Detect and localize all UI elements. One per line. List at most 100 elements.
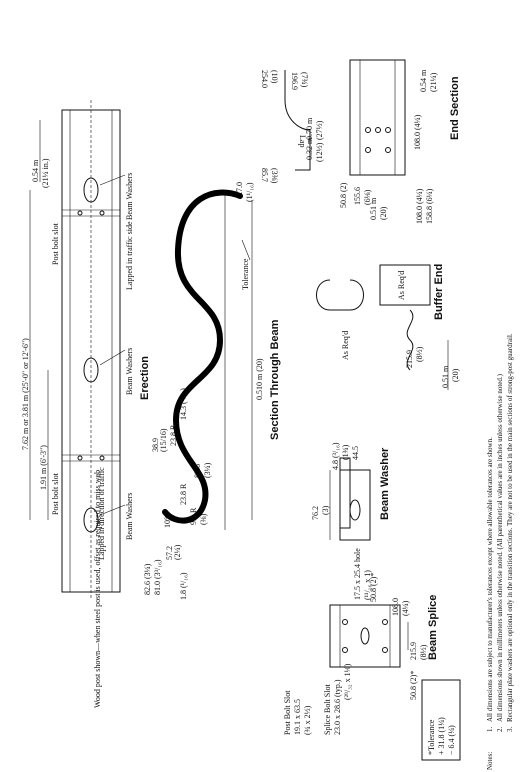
end-dim-1969: 196.9 [290,72,299,90]
end-dim-051-in: (20) [379,206,388,220]
splice-corrugation [339,605,391,667]
splice-dim-508a: 50.8 (2)* [369,573,378,602]
post-bolt-slot-size-in: (¾ x 2½) [303,705,312,735]
note-2-number: 2. [496,727,504,733]
notes-block: Notes: 1. All dimensions are subject to … [486,333,514,770]
end-dim-1556-in: (6⅛) [363,189,372,205]
leader-beam-washers-2 [99,349,126,366]
note-1-number: 1. [486,727,494,733]
leader-beam-washers-3 [99,504,126,516]
splice-bolt-slot-size: 23.0 x 28.6 (typ.) [333,679,342,735]
note-3-number: 3. [506,727,514,733]
splice-dim-2159: 215.9 [409,642,418,660]
end-bolt [365,147,371,153]
dim-191: 1.91 m (6'-3") [39,445,48,490]
tolerance-box [421,679,461,761]
dim-572-in: (2¼) [173,544,182,560]
washer-hole-size-in: (¹¹/₁₆ x 1) [363,570,372,600]
end-bolt [375,127,381,133]
splice-dim-508b: 50.8 (2)* [409,671,418,700]
label-beam-washers-3: Beam Washers [125,493,134,540]
note-3: Rectangular plate washers are optional o… [506,333,514,722]
end-dim-051: 0.51 m [369,197,378,220]
dim-762-washer: 76.2 [311,506,320,520]
washer-hole [349,499,361,521]
buffer-dim-051: 0.51 m [441,365,450,388]
dim-95-in: (⅜) [199,513,208,525]
end-dim-lap: Lap [298,135,307,147]
buffer-end-profile [316,279,364,311]
beam-splice-view: 50.8 (2)* 108.0 (4¼) 215.9 (8½) 50.8 (2)… [283,573,461,761]
end-dim-054: 0.54 m [419,69,428,92]
dim-445: 44.5 [351,446,360,460]
leader-beam-washers-1 [99,174,126,186]
washer-hole-size: 17.5 x 25.4 hole [353,548,362,600]
dim-27: 27.0 [235,182,244,196]
post-bolt-slot-size: 19.1 x 63.5 [293,699,302,735]
splice-bolt-slot [382,619,388,625]
end-section-corrugation [359,60,396,175]
splice-bolt-slot [342,619,348,625]
beam-splice-title: Beam Splice [427,595,439,660]
wood-post-note: Wood post shown—when steel post is used,… [93,470,102,708]
dim-826-in: (3¼) [203,462,212,478]
end-dim-1080b: 108.0 (4¼) [415,188,424,224]
end-dim-1556: 155.6 [353,187,362,205]
buffer-dim-2159: 215.9 [405,350,414,368]
post-bolt-slot-1 [83,177,99,203]
end-dim-857-in: (3⅜) [270,168,279,184]
end-section-title: End Section [449,76,461,140]
buffer-end-title: Buffer End [433,264,445,320]
dim-810: 81.0 (3³/₁₆) [153,559,162,595]
w-beam-profile [162,189,243,524]
buffer-end-plan [379,264,431,306]
dim-762-washer-in: (3) [321,505,330,515]
beam-washer-view: 4.8 (³/₁₆) 44.5 (1¾) 76.2 (3) 17.5 x 25.… [311,442,391,600]
buffer-end-view: As Req'd As Req'd 215.9 (8½) 0.51 m (20)… [316,264,460,390]
end-dim-032-in: (12½) [315,142,324,162]
dim-054: 0.54 m [31,159,40,182]
splice-bolt-slot [342,647,348,653]
end-dim-2540-in: (10) [270,70,279,84]
buffer-dim-2159-in: (8½) [415,346,424,362]
tolerance-leader [241,239,251,261]
end-section-flare [284,70,311,171]
dim-054-in: (21¼ in.) [41,158,50,188]
tolerance-head: *Tolerance [427,719,436,755]
end-section-plate [349,59,406,176]
post-bolt-slot-2 [83,357,99,383]
erection-title: Erection [139,356,151,400]
washer-edge-view [339,457,351,529]
end-section-view: 254.0 (10) 196.9 (7¾) Lap 85.7 (3⅜) 0.70… [260,59,461,224]
tolerance-minus: − 6.4 (¼) [447,725,456,755]
dim-238-r1: 23.8 R [169,424,178,446]
end-dim-1080a: 108.0 (4¼) [413,114,422,150]
end-bolt [385,127,391,133]
beam-washer-title: Beam Washer [379,447,391,520]
label-post-bolt-slot-bottom: Post bolt slot [51,472,60,515]
dim-143: 14.3 (⁹/₁₆) [179,388,188,420]
note-2: All dimensions shown in millimeters unle… [496,373,504,722]
label-beam-washers-2: Beam Washers [125,348,134,395]
splice-lap-1 [62,209,120,217]
label-beam-washers-1: Beam Washers [125,173,134,220]
buffer-dim-051-in: (20) [451,368,460,382]
splice-dim-2159-in: (8½) [419,644,428,660]
section-view: 27.0 (1¹/₁₆) 10° Tolerance 14.3 (⁹/₁₆) 2… [143,182,281,600]
tolerance-plus: + 31.8 (1¼) [437,717,446,755]
dim-445-in: (1¾) [341,444,350,460]
erection-view: Post bolt slot Beam Washers Lapped in tr… [21,100,151,708]
end-dim-857: 85.7 [260,168,269,182]
label-splice-bolt-slot: Splice Bolt Slot [323,684,332,735]
dim-826: 82.6 [193,464,202,478]
post-bolt-slot [360,627,370,645]
rail-outline [61,109,121,593]
splice-bolt [99,455,105,461]
dim-826b: 82.6 (3¼) [143,563,152,595]
end-dim-1969-in: (7¾) [300,72,309,88]
dim-238-r2: 23.8 R [179,483,188,505]
splice-bolt-slot [382,647,388,653]
end-dim-2540: 254.0 [260,70,269,88]
dim-27-in: (1¹/₁₆) [245,182,254,202]
label-as-reqd-1: As Req'd [341,331,350,360]
